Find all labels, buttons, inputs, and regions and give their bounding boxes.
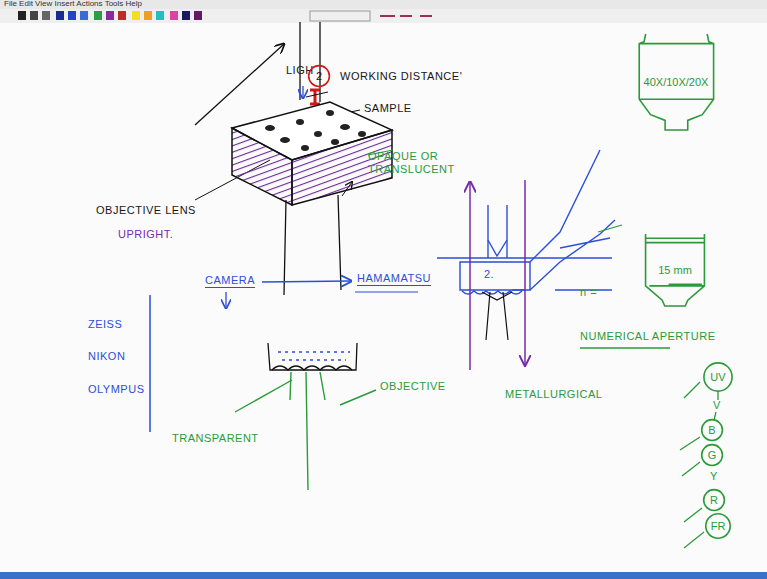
circled-label: G — [701, 444, 723, 466]
circled-label: R — [703, 489, 725, 511]
sketch-label: n = — [580, 286, 597, 299]
node-text: UV — [710, 371, 725, 383]
node-text: R — [710, 494, 718, 506]
sketch-label: CAMERA — [205, 274, 255, 288]
objective-lens: 40X/10X/20X — [636, 34, 717, 130]
circled-label: B — [701, 419, 723, 441]
sketch-label: HAMAMATSU — [357, 272, 431, 286]
sketch-label: SAMPLE — [364, 102, 412, 115]
circle-outline — [704, 490, 725, 511]
node-text: 2 — [316, 70, 322, 82]
node-text: G — [708, 449, 717, 461]
lens-outline — [639, 34, 713, 130]
sketch-label: OLYMPUS — [88, 383, 144, 396]
objective-lens: 15 mm — [643, 234, 707, 306]
circled-label: UV — [703, 362, 733, 392]
sketch-label: 2. — [484, 268, 494, 281]
sketch-label: METALLURGICAL — [505, 388, 602, 401]
circle-outline — [702, 420, 723, 441]
node-text: FR — [711, 520, 726, 532]
sketch-label: TRANSPARENT — [172, 432, 259, 445]
circle-outline — [706, 514, 730, 538]
sketch-label: OBJECTIVE LENS — [96, 204, 196, 217]
circle-outline — [702, 445, 723, 466]
circled-label: FR — [705, 513, 731, 539]
sketch-label: Y — [710, 470, 718, 483]
circled-label: 2 — [308, 65, 330, 87]
sketch-label: V — [713, 399, 721, 412]
sketch-label: WORKING DISTANCE' — [340, 70, 462, 83]
sketch-label: NIKON — [88, 350, 125, 363]
circle-outline — [309, 66, 330, 87]
circle-outline — [704, 363, 732, 391]
sketch-label: OBJECTIVE — [380, 380, 446, 393]
sketch-label: OPAQUE OR TRANSLUCENT — [368, 150, 460, 175]
sketch-label: NUMERICAL APERTURE — [580, 330, 716, 343]
sketch-label: UPRIGHT. — [118, 228, 173, 241]
node-text: B — [708, 424, 715, 436]
sketch-label: ZEISS — [88, 318, 122, 331]
node-text: 15 mm — [658, 264, 692, 276]
sketch-label: File Edit View Insert Actions Tools Help — [4, 0, 142, 8]
node-text: 40X/10X/20X — [644, 76, 709, 88]
lens-outline — [646, 234, 705, 306]
